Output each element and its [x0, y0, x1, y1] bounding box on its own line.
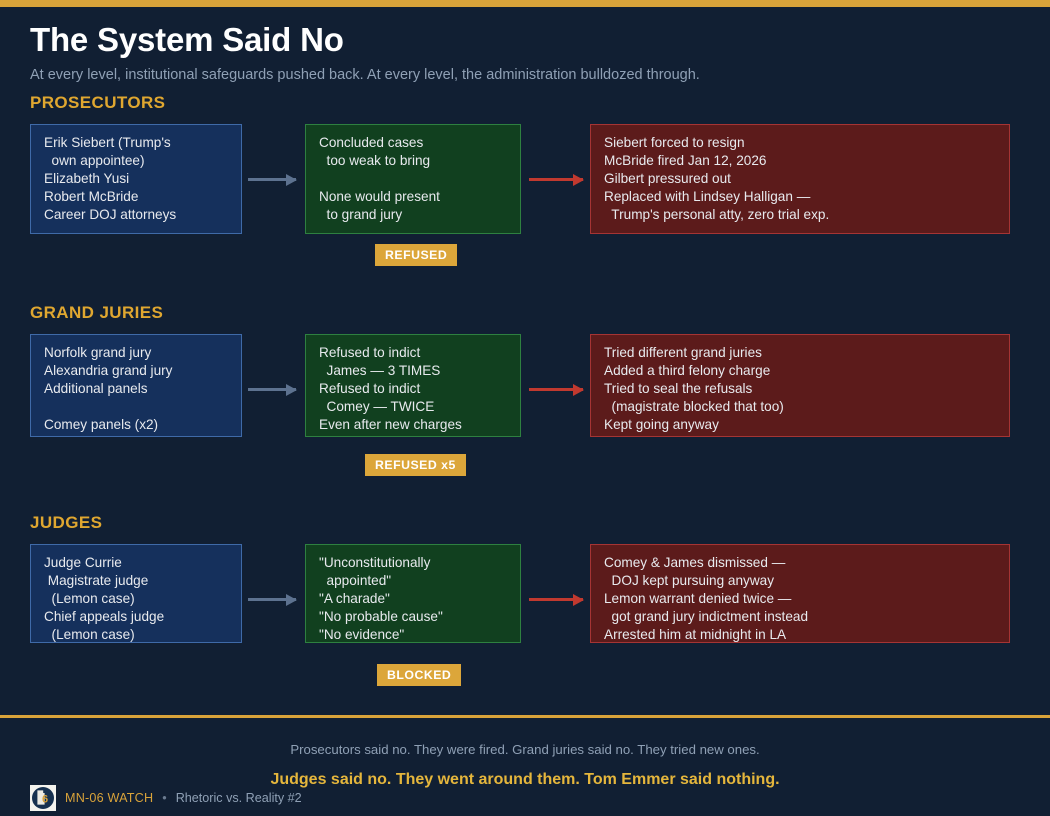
footer-divider — [0, 715, 1050, 718]
section-grand-juries: GRAND JURIES Norfolk grand jury Alexandr… — [0, 303, 1050, 476]
page-title: The System Said No — [30, 21, 344, 58]
footer-brand: 6 MN-06 WATCH • Rhetoric vs. Reality #2 — [30, 785, 302, 811]
arrow-response-to-outcome-icon — [529, 383, 584, 396]
flow-row-judges: Judge Currie Magistrate judge (Lemon cas… — [0, 544, 1050, 686]
top-accent-bar — [0, 0, 1050, 7]
svg-text:6: 6 — [42, 793, 48, 805]
brand-name: MN-06 WATCH — [65, 791, 154, 805]
section-heading-judges: JUDGES — [30, 513, 103, 532]
section-heading-prosecutors: PROSECUTORS — [30, 93, 166, 112]
flow-row-grand-juries: Norfolk grand jury Alexandria grand jury… — [0, 334, 1050, 476]
header: The System Said No At every level, insti… — [0, 7, 1050, 84]
section-prosecutors: PROSECUTORS Erik Siebert (Trump's own ap… — [0, 93, 1050, 266]
brand-tagline: Rhetoric vs. Reality #2 — [175, 791, 302, 805]
page-subtitle: At every level, institutional safeguards… — [30, 66, 700, 83]
arrow-response-to-outcome-icon — [529, 593, 584, 606]
arrow-actors-to-response-icon — [248, 383, 297, 396]
response-box-judges: "Unconstitutionally appointed" "A charad… — [305, 544, 521, 643]
footer-kicker-line: Judges said no. They went around them. T… — [270, 771, 780, 788]
section-judges: JUDGES Judge Currie Magistrate judge (Le… — [0, 513, 1050, 686]
actors-box-judges: Judge Currie Magistrate judge (Lemon cas… — [30, 544, 242, 643]
arrow-response-to-outcome-icon — [529, 173, 584, 186]
status-badge-prosecutors: REFUSED — [375, 244, 458, 266]
status-badge-grand-juries: REFUSED x5 — [365, 454, 466, 476]
actors-box-prosecutors: Erik Siebert (Trump's own appointee) Eli… — [30, 124, 242, 234]
status-badge-judges: BLOCKED — [377, 664, 462, 686]
arrow-actors-to-response-icon — [248, 593, 297, 606]
flow-row-prosecutors: Erik Siebert (Trump's own appointee) Eli… — [0, 124, 1050, 266]
outcome-box-prosecutors: Siebert forced to resign McBride fired J… — [590, 124, 1010, 234]
actors-box-grand-juries: Norfolk grand jury Alexandria grand jury… — [30, 334, 242, 437]
mn06-badge-icon: 6 — [30, 785, 56, 811]
infographic-page: The System Said No At every level, insti… — [0, 7, 1050, 815]
response-box-prosecutors: Concluded cases too weak to bring None w… — [305, 124, 521, 234]
footer: Prosecutors said no. They were fired. Gr… — [0, 718, 1050, 815]
response-box-grand-juries: Refused to indict James — 3 TIMES Refuse… — [305, 334, 521, 437]
section-heading-grand-juries: GRAND JURIES — [30, 303, 164, 322]
brand-separator: • — [162, 791, 167, 805]
outcome-box-judges: Comey & James dismissed — DOJ kept pursu… — [590, 544, 1010, 643]
footer-summary-line: Prosecutors said no. They were fired. Gr… — [290, 742, 760, 757]
outcome-box-grand-juries: Tried different grand juries Added a thi… — [590, 334, 1010, 437]
arrow-actors-to-response-icon — [248, 173, 297, 186]
